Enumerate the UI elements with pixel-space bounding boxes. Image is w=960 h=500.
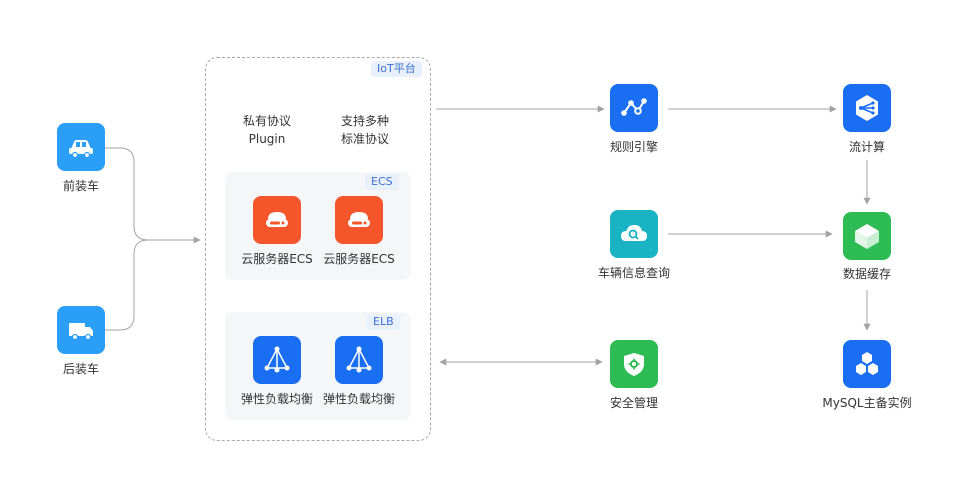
elb-label-2: 弹性负载均衡 xyxy=(322,392,395,406)
iot-platform-frame xyxy=(205,57,431,441)
standard-protocol-text: 支持多种 标准协议 xyxy=(320,112,410,148)
iot-platform-tag: IoT平台 xyxy=(371,61,422,77)
standard-protocol-line1: 支持多种 xyxy=(340,114,389,128)
vehicle-query-node xyxy=(610,210,658,258)
ecs-tag: ECS xyxy=(365,174,399,190)
car-icon xyxy=(69,140,93,159)
private-protocol-line1: 私有协议 xyxy=(242,114,291,128)
server-icon xyxy=(266,212,288,227)
elb-node-1 xyxy=(253,336,301,384)
front-vehicle-label: 前装车 xyxy=(62,179,99,193)
elb-tag: ELB xyxy=(367,314,400,330)
stream-compute-label: 流计算 xyxy=(848,140,885,154)
shield-icon xyxy=(624,353,644,376)
standard-protocol-line2: 标准协议 xyxy=(340,132,389,146)
ecs-node-2 xyxy=(335,196,383,244)
front-vehicle-node xyxy=(57,123,105,171)
mysql-node xyxy=(843,340,891,388)
stream-compute-node xyxy=(843,84,891,132)
rule-engine-node xyxy=(610,84,658,132)
ecs-label-2: 云服务器ECS xyxy=(323,252,395,266)
ecs-label-1: 云服务器ECS xyxy=(241,252,313,266)
mysql-label: MySQL主备实例 xyxy=(822,396,912,410)
stream-compute-icon xyxy=(856,95,878,121)
rear-vehicle-label: 后装车 xyxy=(62,362,99,376)
load-balancer-icon xyxy=(346,346,372,373)
cloud-search-icon xyxy=(621,225,647,241)
ecs-node-1 xyxy=(253,196,301,244)
data-cache-node xyxy=(843,212,891,260)
private-protocol-line2: Plugin xyxy=(248,132,286,146)
private-protocol-text: 私有协议 Plugin xyxy=(222,112,312,148)
load-balancer-icon xyxy=(264,346,290,373)
security-label: 安全管理 xyxy=(609,396,658,410)
security-node xyxy=(610,340,658,388)
vehicle-query-label: 车辆信息查询 xyxy=(597,266,670,280)
truck-icon xyxy=(69,323,93,341)
rear-vehicle-node xyxy=(57,306,105,354)
rule-engine-label: 规则引擎 xyxy=(609,140,658,154)
database-hex-icon xyxy=(856,352,878,375)
server-icon xyxy=(348,212,370,227)
rule-engine-icon xyxy=(621,98,647,116)
data-cache-label: 数据缓存 xyxy=(842,267,891,281)
elb-label-1: 弹性负载均衡 xyxy=(240,392,313,406)
cube-icon xyxy=(855,224,879,249)
elb-node-2 xyxy=(335,336,383,384)
